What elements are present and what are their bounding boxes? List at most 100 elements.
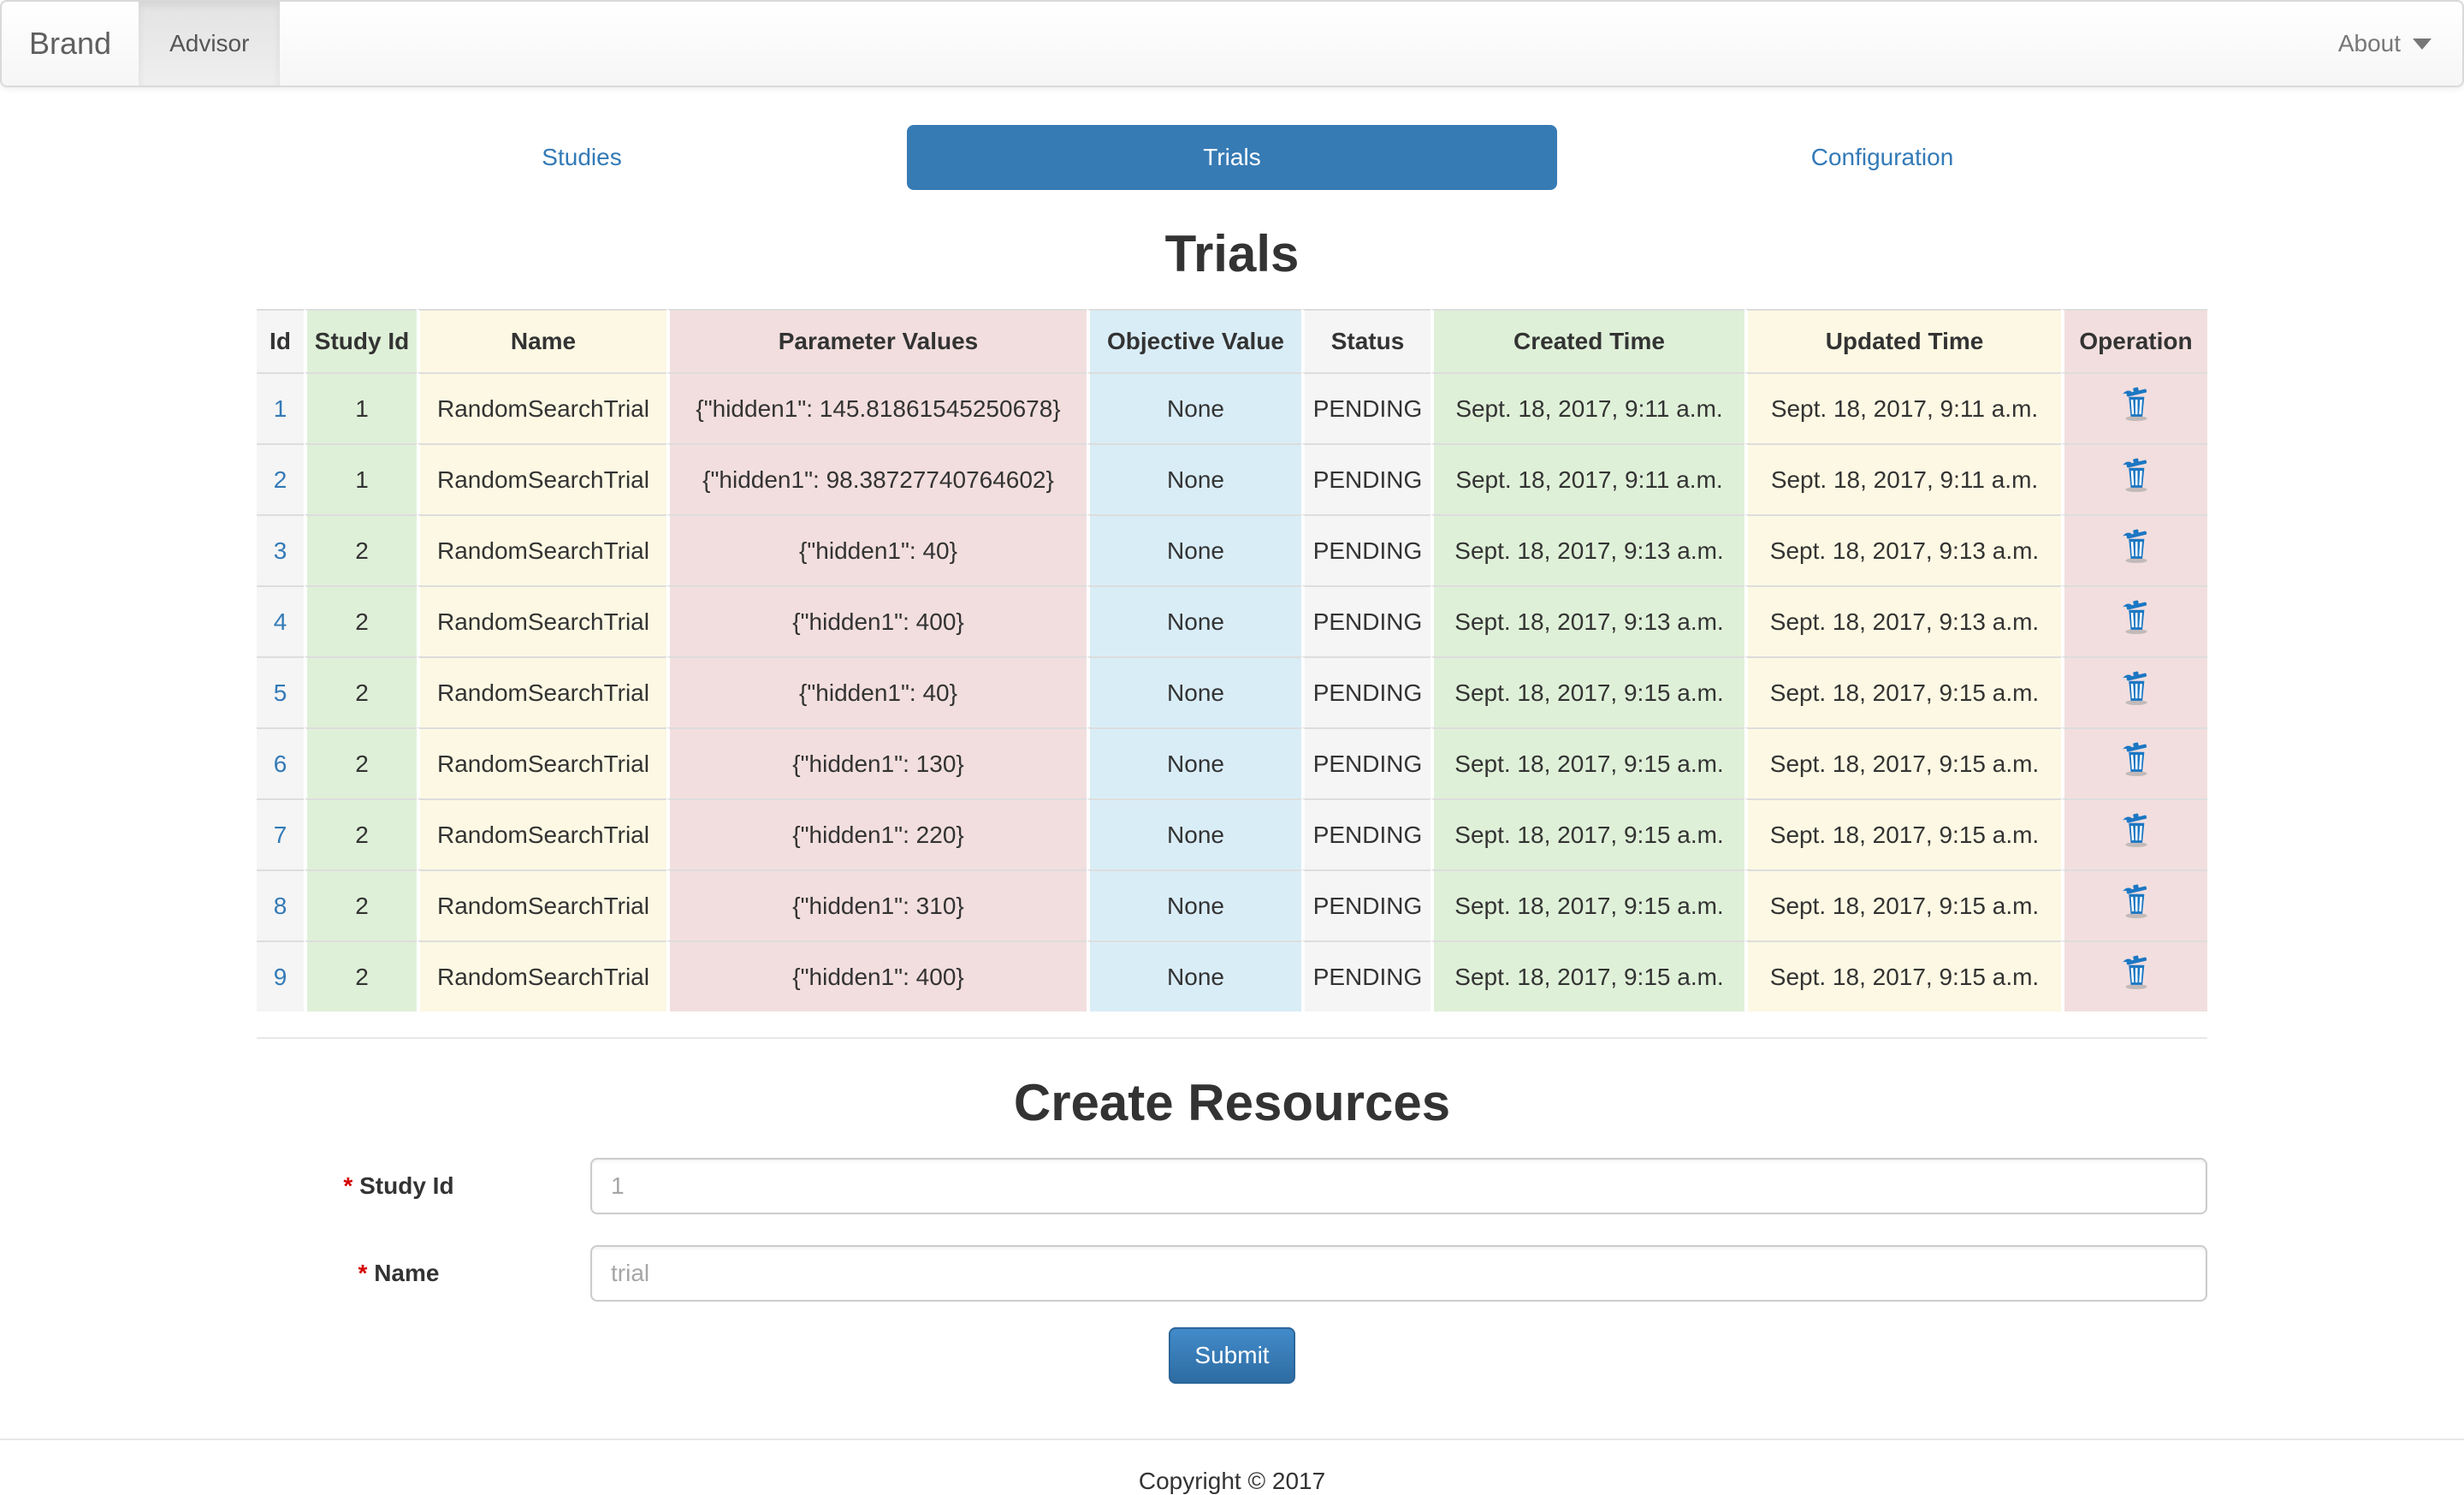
trash-icon (2118, 456, 2155, 494)
cell-parameter-values: {"hidden1": 145.81861545250678} (666, 372, 1087, 443)
trash-icon (2118, 527, 2155, 565)
cell-objective-value: None (1087, 727, 1301, 798)
cell-name: RandomSearchTrial (417, 443, 666, 514)
delete-trial-button[interactable] (2118, 740, 2155, 778)
trials-table: Id Study Id Name Parameter Values Object… (257, 309, 2207, 1011)
form-row-name: * Name (257, 1245, 2207, 1302)
create-resources-title: Create Resources (1013, 1074, 1451, 1131)
cell-objective-value: None (1087, 585, 1301, 656)
trial-id-link[interactable]: 9 (273, 963, 287, 990)
trial-id-link[interactable]: 4 (273, 608, 287, 635)
submit-button[interactable]: Submit (1169, 1327, 1295, 1384)
name-label: * Name (358, 1260, 440, 1286)
cell-objective-value: None (1087, 798, 1301, 869)
trial-id-link[interactable]: 3 (273, 537, 287, 564)
name-field[interactable] (590, 1245, 2207, 1302)
cell-created-time: Sept. 18, 2017, 9:15 a.m. (1430, 869, 1744, 940)
cell-parameter-values: {"hidden1": 98.38727740764602} (666, 443, 1087, 514)
about-dropdown[interactable]: About (2307, 2, 2462, 86)
cell-parameter-values: {"hidden1": 40} (666, 514, 1087, 585)
table-row: 8 2 RandomSearchTrial {"hidden1": 310} N… (257, 869, 2207, 940)
cell-objective-value: None (1087, 372, 1301, 443)
section-divider (257, 1037, 2207, 1039)
delete-trial-button[interactable] (2118, 882, 2155, 920)
delete-trial-button[interactable] (2118, 953, 2155, 991)
cell-created-time: Sept. 18, 2017, 9:15 a.m. (1430, 798, 1744, 869)
cell-name: RandomSearchTrial (417, 940, 666, 1011)
table-row: 7 2 RandomSearchTrial {"hidden1": 220} N… (257, 798, 2207, 869)
table-row: 9 2 RandomSearchTrial {"hidden1": 400} N… (257, 940, 2207, 1011)
cell-updated-time: Sept. 18, 2017, 9:11 a.m. (1744, 372, 2061, 443)
cell-parameter-values: {"hidden1": 40} (666, 656, 1087, 727)
submit-row: Submit (257, 1327, 2207, 1384)
table-row: 3 2 RandomSearchTrial {"hidden1": 40} No… (257, 514, 2207, 585)
cell-name: RandomSearchTrial (417, 798, 666, 869)
trash-icon (2118, 669, 2155, 707)
delete-trial-button[interactable] (2118, 385, 2155, 423)
trash-icon (2118, 598, 2155, 636)
trash-icon (2118, 953, 2155, 991)
cell-created-time: Sept. 18, 2017, 9:15 a.m. (1430, 656, 1744, 727)
trial-id-link[interactable]: 6 (273, 750, 287, 777)
trash-icon (2118, 385, 2155, 423)
cell-parameter-values: {"hidden1": 400} (666, 940, 1087, 1011)
nav-item-advisor[interactable]: Advisor (139, 2, 281, 86)
cell-study-id: 2 (304, 727, 417, 798)
delete-trial-button[interactable] (2118, 811, 2155, 849)
delete-trial-button[interactable] (2118, 598, 2155, 636)
cell-objective-value: None (1087, 940, 1301, 1011)
col-header-objective-value: Objective Value (1087, 309, 1301, 372)
cell-status: PENDING (1301, 372, 1430, 443)
cell-updated-time: Sept. 18, 2017, 9:15 a.m. (1744, 940, 2061, 1011)
required-asterisk: * (343, 1172, 353, 1199)
tab-configuration[interactable]: Configuration (1810, 144, 1954, 170)
cell-updated-time: Sept. 18, 2017, 9:15 a.m. (1744, 656, 2061, 727)
cell-updated-time: Sept. 18, 2017, 9:15 a.m. (1744, 727, 2061, 798)
footer-copyright: Copyright © 2017 (1138, 1468, 1326, 1494)
trial-id-link[interactable]: 8 (273, 892, 287, 919)
cell-created-time: Sept. 18, 2017, 9:11 a.m. (1430, 372, 1744, 443)
col-header-status: Status (1301, 309, 1430, 372)
main-container: Studies Trials Configuration Trials Id S… (257, 125, 2207, 1384)
cell-status: PENDING (1301, 869, 1430, 940)
cell-study-id: 1 (304, 443, 417, 514)
cell-status: PENDING (1301, 656, 1430, 727)
delete-trial-button[interactable] (2118, 669, 2155, 707)
cell-parameter-values: {"hidden1": 400} (666, 585, 1087, 656)
col-header-parameter-values: Parameter Values (666, 309, 1087, 372)
cell-status: PENDING (1301, 940, 1430, 1011)
caret-down-icon (2413, 38, 2431, 50)
trial-id-link[interactable]: 2 (273, 466, 287, 493)
trash-icon (2118, 740, 2155, 778)
col-header-updated-time: Updated Time (1744, 309, 2061, 372)
cell-name: RandomSearchTrial (417, 372, 666, 443)
navbar: Brand Advisor About (0, 0, 2464, 87)
cell-name: RandomSearchTrial (417, 514, 666, 585)
cell-updated-time: Sept. 18, 2017, 9:15 a.m. (1744, 869, 2061, 940)
tab-trials[interactable]: Trials (907, 125, 1557, 190)
delete-trial-button[interactable] (2118, 456, 2155, 494)
col-header-name: Name (417, 309, 666, 372)
cell-created-time: Sept. 18, 2017, 9:11 a.m. (1430, 443, 1744, 514)
cell-name: RandomSearchTrial (417, 869, 666, 940)
cell-study-id: 2 (304, 869, 417, 940)
tab-studies[interactable]: Studies (542, 144, 622, 170)
about-label: About (2337, 30, 2401, 56)
cell-status: PENDING (1301, 798, 1430, 869)
cell-name: RandomSearchTrial (417, 656, 666, 727)
cell-status: PENDING (1301, 514, 1430, 585)
cell-parameter-values: {"hidden1": 130} (666, 727, 1087, 798)
trial-id-link[interactable]: 1 (273, 395, 287, 422)
cell-updated-time: Sept. 18, 2017, 9:11 a.m. (1744, 443, 2061, 514)
cell-updated-time: Sept. 18, 2017, 9:15 a.m. (1744, 798, 2061, 869)
form-row-study-id: * Study Id (257, 1158, 2207, 1214)
table-row: 1 1 RandomSearchTrial {"hidden1": 145.81… (257, 372, 2207, 443)
brand-link[interactable]: Brand (29, 26, 112, 61)
delete-trial-button[interactable] (2118, 527, 2155, 565)
study-id-field[interactable] (590, 1158, 2207, 1214)
table-row: 6 2 RandomSearchTrial {"hidden1": 130} N… (257, 727, 2207, 798)
cell-study-id: 1 (304, 372, 417, 443)
trial-id-link[interactable]: 5 (273, 679, 287, 706)
table-row: 4 2 RandomSearchTrial {"hidden1": 400} N… (257, 585, 2207, 656)
trial-id-link[interactable]: 7 (273, 821, 287, 848)
